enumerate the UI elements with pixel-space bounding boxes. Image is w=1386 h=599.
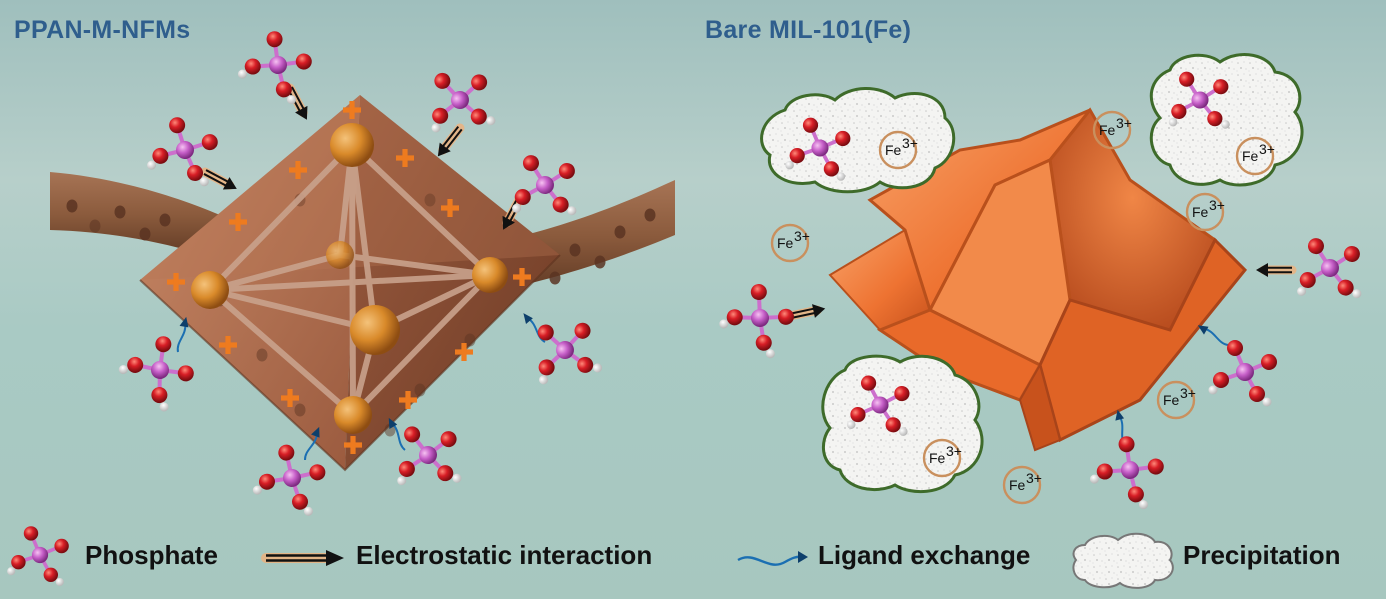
svg-text:Fe: Fe: [1242, 148, 1259, 164]
octahedron-framework: [139, 95, 561, 472]
legend-electrostatic-arrow-icon: [261, 550, 344, 566]
fiber-left: [50, 172, 220, 260]
svg-text:3+: 3+: [1026, 470, 1042, 486]
svg-text:Fe: Fe: [1192, 204, 1209, 220]
legend-phosphate-icon: [5, 524, 71, 588]
svg-text:3+: 3+: [1259, 141, 1275, 157]
precipitation-cloud-2: [1149, 53, 1304, 187]
svg-text:Fe: Fe: [1163, 392, 1180, 408]
legend-label-electrostatic: Electrostatic interaction: [356, 540, 653, 570]
legend-ligand-exchange-icon: [737, 551, 808, 566]
legend-label-phosphate: Phosphate: [85, 540, 218, 570]
svg-text:Fe: Fe: [885, 142, 902, 158]
title-bare-mil101: Bare MIL-101(Fe): [705, 16, 912, 44]
precipitation-cloud-3: [821, 354, 984, 494]
svg-text:3+: 3+: [1209, 197, 1225, 213]
legend-precipitation-icon: [1072, 532, 1174, 589]
legend: [5, 524, 1174, 589]
svg-text:3+: 3+: [794, 228, 810, 244]
svg-text:Fe: Fe: [929, 450, 946, 466]
svg-text:3+: 3+: [902, 135, 918, 151]
svg-text:3+: 3+: [946, 443, 962, 459]
legend-label-precipitation: Precipitation: [1183, 540, 1341, 570]
svg-text:Fe: Fe: [1009, 477, 1026, 493]
mil101-crystal: [828, 107, 1248, 452]
svg-text:Fe: Fe: [777, 235, 794, 251]
title-ppan-m-nfms: PPAN-M-NFMs: [14, 16, 191, 44]
svg-text:3+: 3+: [1180, 385, 1196, 401]
svg-text:3+: 3+: [1116, 115, 1132, 131]
svg-text:Fe: Fe: [1099, 122, 1116, 138]
precipitation-cloud-1: [760, 87, 956, 194]
legend-label-ligand-exchange: Ligand exchange: [818, 540, 1031, 570]
